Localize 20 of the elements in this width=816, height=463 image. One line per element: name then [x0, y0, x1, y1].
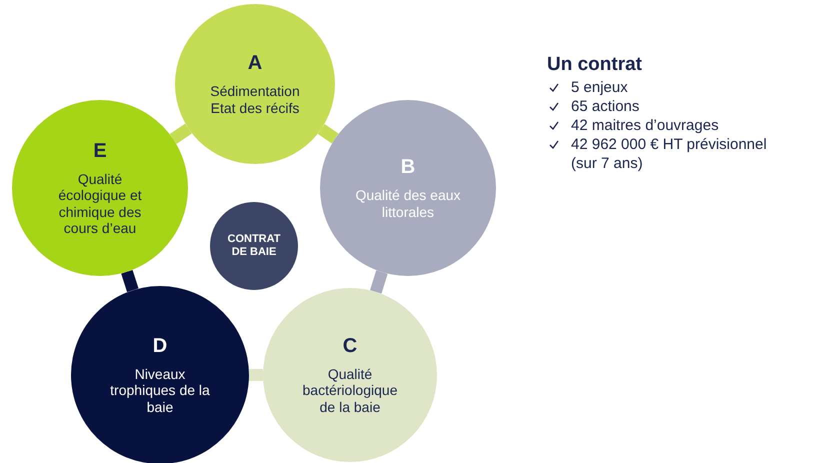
list-item: 42 962 000 € HT prévisionnel (sur 7 ans) [571, 135, 768, 173]
connector-bar [121, 270, 139, 292]
list-item: 5 enjeux [571, 78, 628, 97]
list-heading: Un contrat [547, 54, 643, 76]
circle-text: Qualité bactériologique de la baie [302, 366, 398, 415]
connector-bar [249, 369, 263, 381]
connector-bar [370, 270, 388, 294]
circle-letter: D [152, 335, 168, 358]
circle-letter: C [342, 335, 358, 358]
list-item: 65 actions [571, 97, 640, 116]
circle-text: CONTRAT DE BAIE [226, 233, 282, 259]
list-item: 42 maitres d’ouvrages [571, 116, 719, 135]
circle-letter: B [400, 156, 416, 180]
circle-text: Qualité écologique et chimique des cours d’eau [57, 171, 143, 236]
circle-letter: A [248, 52, 262, 76]
circle-text: Qualité des eaux littorales [354, 187, 462, 220]
connector-bar [318, 124, 339, 144]
circle-letter: E [93, 140, 107, 164]
circle-text: Sédimentation Etat des récifs [209, 83, 301, 116]
circle-text: Niveaux trophiques de la baie [109, 366, 211, 415]
